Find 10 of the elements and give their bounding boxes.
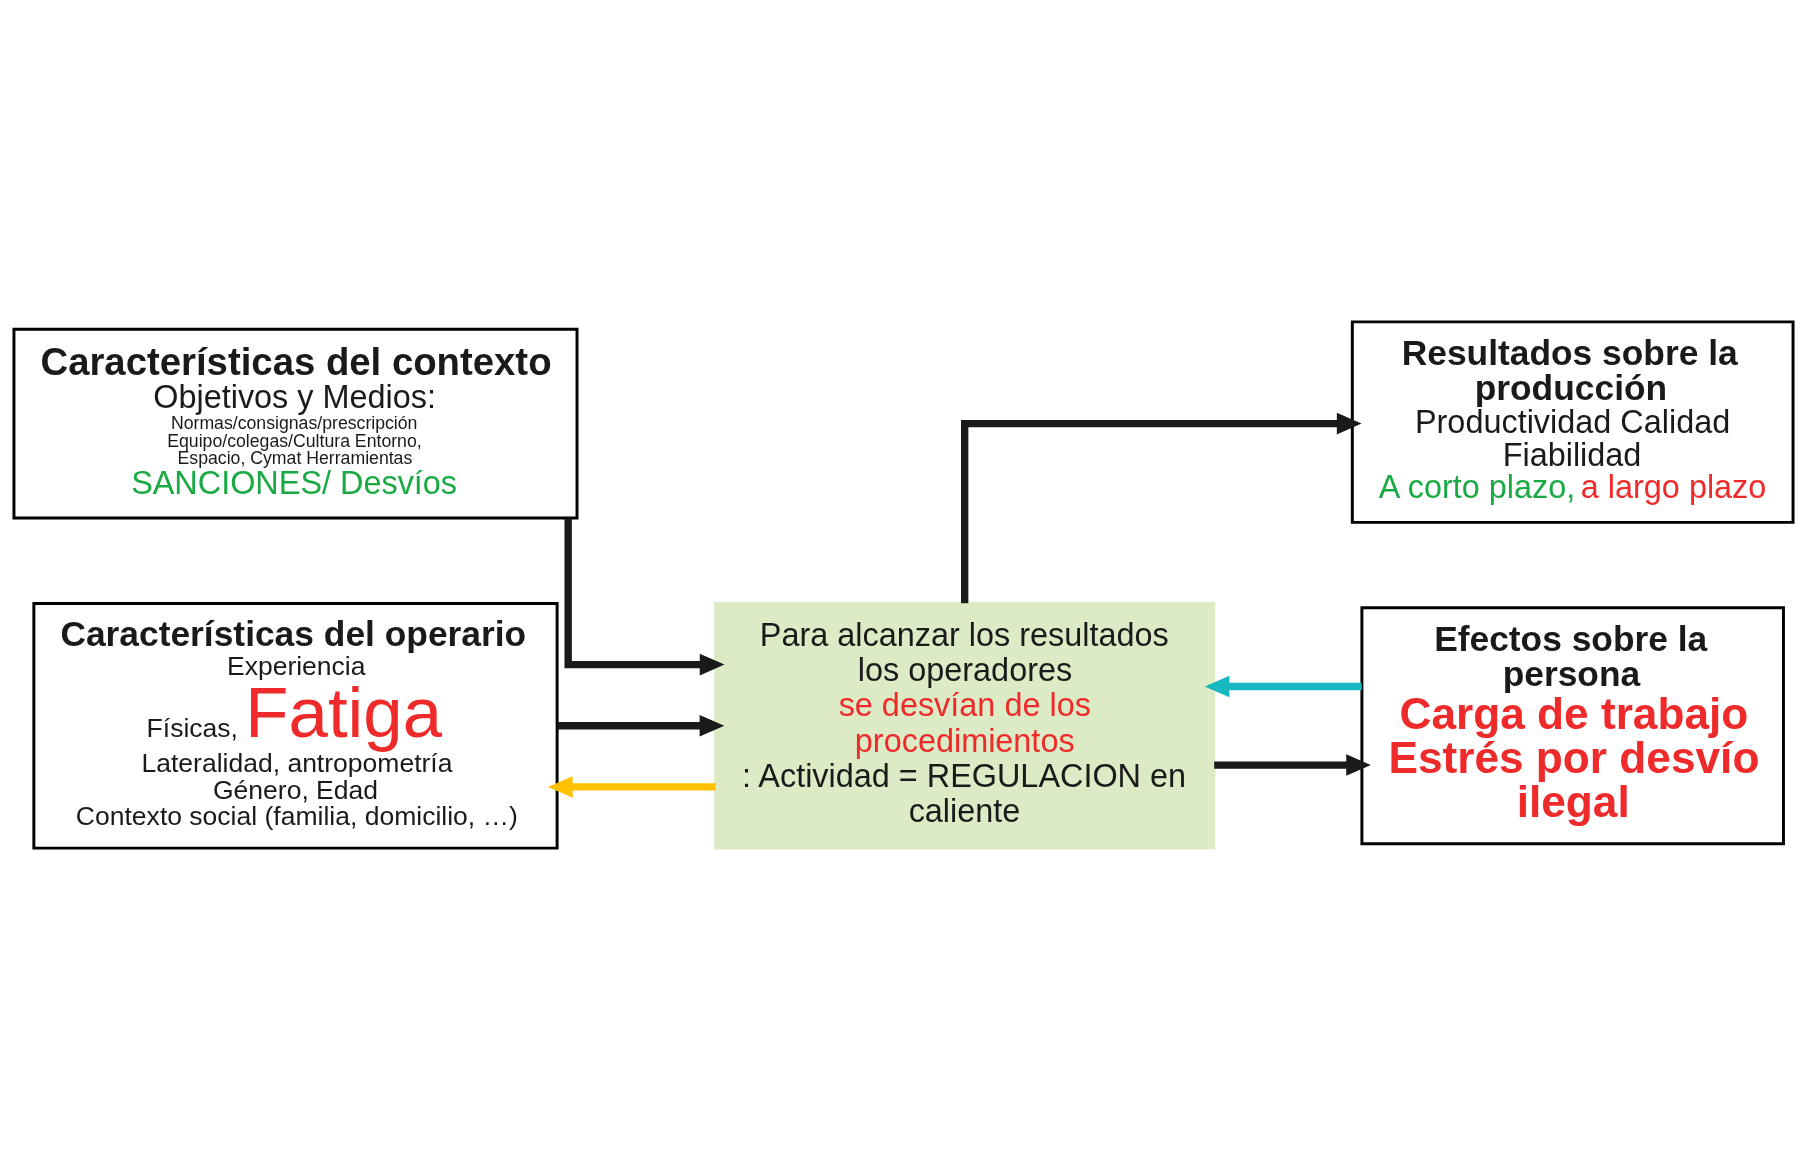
node-box: Efectos sobre la persona Carga de trabajo Estrés por desvío ilegal <box>1360 606 1785 846</box>
arrow <box>961 412 1362 604</box>
node-box: Resultados sobre la producción Productividad Calidad Fiabilidad A corto plazo, a largo plazo <box>1350 320 1795 524</box>
arrow <box>557 714 725 737</box>
node-box: Características del operario Experiencia Físicas,Fatiga Lateralidad, antropometría Género, Edad Contexto social (familia, domicilio, …) <box>32 601 559 850</box>
node-box: Características del contexto Objetivos y Medios: Normas/consignas/prescripción Equipo/colegas/Cultura Entorno, Espacio, Cymat Herramientas SANCIONES/ Desvíos <box>12 327 579 520</box>
node-box: Para alcanzar los resultados los operadores se desvían de los procedimientos : Actividad = REGULACION en caliente <box>714 601 1216 850</box>
arrow <box>548 776 716 798</box>
arrow <box>564 518 725 676</box>
arrow <box>1214 754 1371 776</box>
